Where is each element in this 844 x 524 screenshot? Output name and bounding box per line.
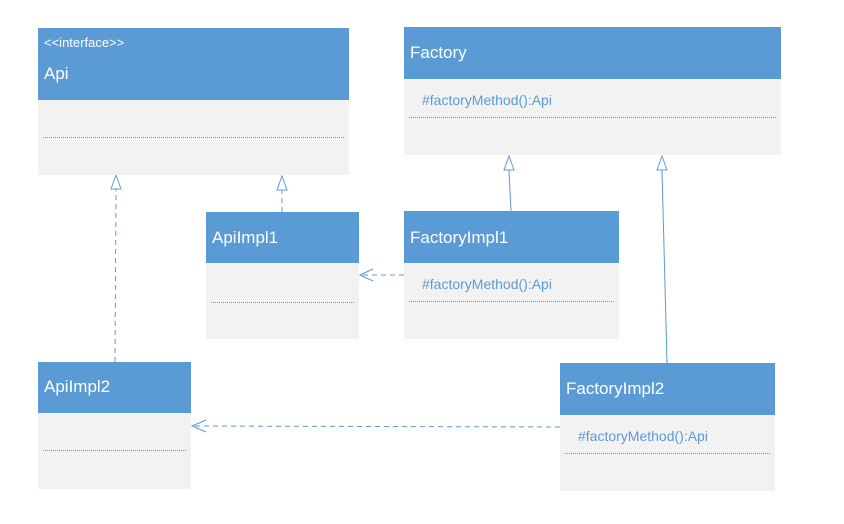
class-apiimpl1[interactable]: ApiImpl1: [206, 212, 359, 339]
class-apiimpl2[interactable]: ApiImpl2: [38, 362, 191, 489]
class-factoryimpl1-body: #factoryMethod():Api: [404, 263, 619, 339]
class-api[interactable]: <<interface>> Api: [38, 28, 349, 175]
class-api-divider: [43, 137, 344, 138]
class-factoryimpl1[interactable]: FactoryImpl1 #factoryMethod():Api: [404, 211, 619, 339]
class-apiimpl1-divider: [211, 302, 354, 303]
class-factory-divider: [409, 117, 776, 118]
class-factoryimpl2-body: #factoryMethod():Api: [560, 415, 775, 491]
class-factoryimpl2-method: #factoryMethod():Api: [578, 428, 708, 444]
class-api-name: Api: [44, 64, 69, 83]
class-apiimpl1-header: ApiImpl1: [206, 212, 359, 263]
generalization-factoryimpl2-to-factory: [656, 154, 668, 364]
class-api-header: <<interface>> Api: [38, 28, 349, 100]
class-factory-name: Factory: [410, 43, 467, 62]
class-api-body: [38, 100, 349, 175]
class-factoryimpl1-name: FactoryImpl1: [410, 228, 509, 247]
class-apiimpl1-name: ApiImpl1: [212, 228, 279, 247]
class-factory[interactable]: Factory #factoryMethod():Api: [404, 27, 781, 155]
realization-apiimpl1-to-api: [276, 174, 288, 212]
class-apiimpl2-divider: [43, 450, 186, 451]
class-factoryimpl1-header: FactoryImpl1: [404, 211, 619, 263]
class-factoryimpl1-method: #factoryMethod():Api: [422, 276, 552, 292]
class-factoryimpl2-name: FactoryImpl2: [566, 379, 665, 398]
class-factory-header: Factory: [404, 27, 781, 79]
class-apiimpl1-body: [206, 263, 359, 339]
dependency-factoryimpl1-to-apiimpl1: [358, 268, 404, 282]
class-apiimpl2-body: [38, 413, 191, 489]
class-factoryimpl2-header: FactoryImpl2: [560, 363, 775, 415]
class-api-stereotype: <<interface>>: [44, 35, 125, 50]
class-factory-body: #factoryMethod():Api: [404, 79, 781, 155]
dependency-factoryimpl2-to-apiimpl2: [190, 419, 561, 433]
class-factory-method: #factoryMethod():Api: [422, 92, 552, 108]
realization-apiimpl2-to-api: [110, 173, 122, 363]
class-factoryimpl2-divider: [565, 453, 770, 454]
generalization-factoryimpl1-to-factory: [503, 154, 515, 212]
class-factoryimpl1-divider: [409, 301, 614, 302]
class-apiimpl2-name: ApiImpl2: [44, 377, 111, 396]
class-factoryimpl2[interactable]: FactoryImpl2 #factoryMethod():Api: [560, 363, 775, 491]
class-apiimpl2-header: ApiImpl2: [38, 362, 191, 413]
